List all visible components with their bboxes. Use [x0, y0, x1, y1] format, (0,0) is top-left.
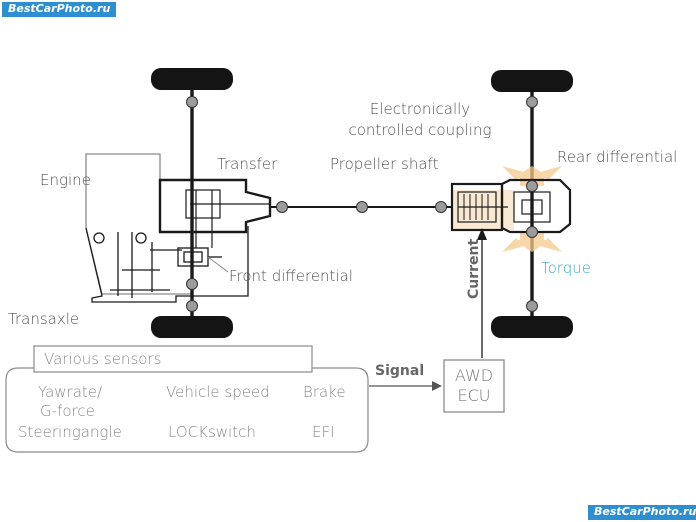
- watermark-bottom: BestCarPhoto.ru: [588, 505, 696, 521]
- front-axle: [151, 68, 233, 338]
- sensor-brake: Brake: [303, 383, 346, 401]
- engine-label: Engine: [40, 171, 91, 189]
- rear-differential-label: Rear differential: [557, 148, 678, 166]
- transfer-case: [158, 178, 272, 248]
- rear-axle: [491, 70, 573, 338]
- sensor-efi: EFI: [312, 423, 335, 441]
- propeller-shaft-label: Propeller shaft: [330, 155, 439, 173]
- propeller-shaft: [270, 201, 452, 213]
- rear-differential: [500, 178, 572, 238]
- coupling-label-line1: Electronically: [369, 100, 471, 118]
- signal-arrow: [369, 381, 442, 391]
- front-diff-leader: [207, 256, 229, 273]
- sensors-panel: [5, 345, 369, 453]
- coupling-unit: [450, 182, 514, 232]
- transaxle-label: Transaxle: [8, 310, 80, 328]
- sensor-yawrate-line1: Yawrate/: [38, 383, 103, 401]
- engine-outline: [85, 153, 192, 295]
- awd-ecu-box: [443, 359, 505, 413]
- watermark-top: BestCarPhoto.ru: [2, 2, 117, 18]
- ecu-label-line2: ECU: [457, 386, 491, 405]
- sensor-lock-switch: LOCKswitch: [168, 423, 256, 441]
- sensors-title: Various sensors: [44, 350, 162, 368]
- sensor-yawrate-line2: G-force: [40, 402, 95, 420]
- signal-label: Signal: [375, 363, 425, 379]
- ecu-label-line1: AWD: [454, 366, 494, 385]
- transaxle-outline: [85, 226, 249, 303]
- current-arrow: [477, 228, 487, 358]
- current-label: Current: [466, 238, 482, 299]
- sensor-vehicle-speed: Vehicle speed: [166, 383, 270, 401]
- front-differential: [177, 247, 222, 267]
- torque-label: Torque: [541, 259, 591, 277]
- front-differential-label: Front differential: [229, 267, 353, 285]
- transfer-label: Transfer: [217, 155, 278, 173]
- coupling-label-line2: controlled coupling: [348, 121, 492, 139]
- sensor-steering-angle: Steeringangle: [18, 423, 122, 441]
